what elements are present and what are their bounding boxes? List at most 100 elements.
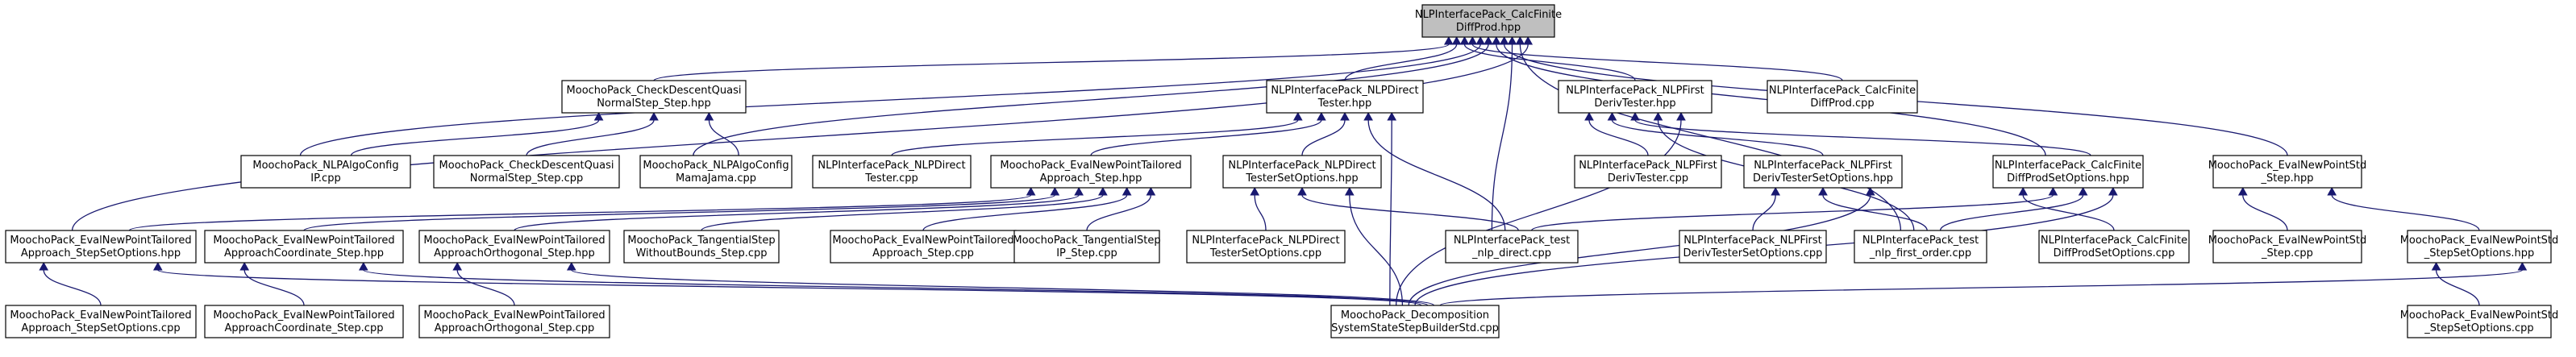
node-box-algoconfig [240, 155, 411, 189]
node-label-stdsetcpp-line2: _StepSetOptions.cpp [2424, 322, 2533, 334]
node-label-algoconfig-line2: IP.cpp [310, 172, 340, 185]
node-box-firstcpp [1574, 155, 1722, 189]
node-box-stdsetcpp [2407, 305, 2552, 338]
arrowhead-mamajama-to-checkdesc [704, 111, 714, 121]
node-label-directsetcpp-line2: TesterSetOptions.cpp [1209, 247, 1321, 259]
node-directset[interactable]: NLPInterfacePack_NLPDirectTesterSetOptio… [1222, 155, 1382, 189]
node-label-orthocpp-line1: MoochoPack_EvalNewPointTailored [423, 309, 605, 322]
node-evaltail[interactable]: MoochoPack_EvalNewPointTailoredApproach_… [990, 155, 1192, 189]
node-coordcpp[interactable]: MoochoPack_EvalNewPointTailoredApproachC… [204, 305, 404, 338]
node-label-evalstd-line1: MoochoPack_EvalNewPointStd [2208, 160, 2367, 172]
node-evalstd[interactable]: MoochoPack_EvalNewPointStd_Step.hpp [2208, 155, 2367, 189]
node-decomp[interactable]: MoochoPack_DecompositionSystemStateStepB… [1330, 305, 1500, 338]
node-box-evaltail [990, 155, 1192, 189]
arrowhead-nlpdirect-to-root [1451, 35, 1462, 45]
node-label-root-line2: DiffProd.hpp [1456, 22, 1521, 34]
node-stdsetcpp[interactable]: MoochoPack_EvalNewPointStd_StepSetOption… [2400, 305, 2559, 338]
arrowhead-testdirect-to-nlpdirect [1363, 111, 1373, 121]
edge-testdirect-to-directset [1301, 194, 1519, 231]
node-tailset[interactable]: MoochoPack_EvalNewPointTailoredApproach_… [5, 230, 197, 264]
edge-firstsetcpp-to-firstset [1752, 194, 1776, 231]
node-firstset[interactable]: NLPInterfacePack_NLPFirstDerivTesterSetO… [1743, 155, 1903, 189]
node-box-nlpdirect [1266, 80, 1424, 114]
edge-checkdesc-to-root [653, 44, 1450, 81]
arrowhead-directset-to-nlpdirect [1340, 111, 1350, 121]
node-box-decomp [1330, 305, 1500, 338]
node-label-checkdesc-line2: NormalStep_Step.hpp [597, 98, 711, 110]
arrowhead-firstcpp-to-nlpfirst [1584, 111, 1594, 121]
node-testfirst[interactable]: NLPInterfacePack_test_nlp_first_order.cp… [1854, 230, 1987, 264]
edge-decomp-to-nlpfirst [1395, 119, 1682, 306]
node-label-stdcpp-line1: MoochoPack_EvalNewPointStd [2208, 235, 2367, 247]
node-calcset[interactable]: NLPInterfacePack_CalcFiniteDiffProdSetOp… [1992, 155, 2144, 189]
node-label-tailortho-line2: ApproachOrthogonal_Step.hpp [434, 247, 595, 259]
node-box-tailortho [418, 230, 610, 264]
arrowhead-coordcpp-to-tailcoord [239, 261, 250, 271]
node-calcsetcpp[interactable]: NLPInterfacePack_CalcFiniteDiffProdSetOp… [2038, 230, 2190, 264]
node-checkcpp[interactable]: MoochoPack_CheckDescentQuasiNormalStep_S… [433, 155, 620, 189]
node-tailortho[interactable]: MoochoPack_EvalNewPointTailoredApproachO… [418, 230, 610, 264]
node-box-orthocpp [418, 305, 610, 338]
node-box-root [1421, 4, 1555, 38]
node-label-calcsetcpp-line1: NLPInterfacePack_CalcFinite [2041, 235, 2187, 247]
node-label-checkcpp-line1: MoochoPack_CheckDescentQuasi [439, 160, 614, 172]
node-label-testfirst-line2: _nlp_first_order.cpp [1869, 247, 1971, 259]
arrowhead-decomp-to-nlpdirect [1387, 111, 1397, 121]
node-label-firstsetcpp-line1: NLPInterfacePack_NLPFirst [1683, 235, 1822, 247]
node-tailcoord[interactable]: MoochoPack_EvalNewPointTailoredApproachC… [204, 230, 404, 264]
arrowhead-tangip-to-evaltail [1146, 186, 1156, 196]
node-label-checkdesc-line1: MoochoPack_CheckDescentQuasi [567, 85, 742, 97]
arrowhead-tailset-to-root [1523, 35, 1534, 45]
arrowhead-firstset-to-nlpfirst [1607, 111, 1617, 121]
edge-directsetcpp-to-directset [1254, 194, 1267, 231]
edge-firstcpp-to-nlpfirst [1588, 119, 1649, 156]
arrowhead-decomp-to-tailortho [566, 261, 576, 271]
node-box-tangip [1013, 230, 1160, 264]
edge-tailsetcpp-to-tailset [43, 269, 102, 306]
node-firstsetcpp[interactable]: NLPInterfacePack_NLPFirstDerivTesterSetO… [1679, 230, 1827, 264]
node-checkdesc[interactable]: MoochoPack_CheckDescentQuasiNormalStep_S… [561, 80, 747, 114]
node-layer: NLPInterfacePack_CalcFiniteDiffProd.hppM… [5, 4, 2559, 338]
arrowhead-decomp-to-directset [1344, 186, 1355, 196]
node-box-stdcpp [2212, 230, 2362, 264]
node-testdirect[interactable]: NLPInterfacePack_test_nlp_direct.cpp [1445, 230, 1579, 264]
node-label-tailset-line2: Approach_StepSetOptions.hpp [21, 247, 181, 259]
arrowhead-decomp-to-tailcoord [358, 261, 368, 271]
node-tangwo[interactable]: MoochoPack_TangentialStepWithoutBounds_S… [623, 230, 780, 264]
edge-decomp-to-nlpdirect [1389, 119, 1392, 306]
edge-testdirect-to-root [1491, 44, 1513, 231]
node-label-tangwo-line2: WithoutBounds_Step.cpp [635, 247, 767, 259]
node-tailcpp[interactable]: MoochoPack_EvalNewPointTailoredApproach_… [830, 230, 1017, 264]
node-stdset[interactable]: MoochoPack_EvalNewPointStd_StepSetOption… [2400, 230, 2559, 264]
node-box-firstset [1743, 155, 1903, 189]
node-label-tailsetcpp-line1: MoochoPack_EvalNewPointTailored [10, 309, 191, 322]
node-stdcpp[interactable]: MoochoPack_EvalNewPointStd_Step.cpp [2208, 230, 2367, 264]
node-directsetcpp[interactable]: NLPInterfacePack_NLPDirectTesterSetOptio… [1186, 230, 1346, 264]
edge-tailset-to-root [71, 44, 1529, 231]
node-label-stdset-line2: _StepSetOptions.hpp [2424, 247, 2534, 259]
node-box-firstsetcpp [1679, 230, 1827, 264]
node-tailsetcpp[interactable]: MoochoPack_EvalNewPointTailoredApproach_… [5, 305, 197, 338]
node-label-mamajama-line2: MamaJama.cpp [676, 172, 756, 185]
node-box-coordcpp [204, 305, 404, 338]
node-box-checkcpp [433, 155, 620, 189]
node-box-testdirect [1445, 230, 1579, 264]
node-box-tangwo [623, 230, 780, 264]
arrowhead-directcpp-to-nlpdirect [1292, 111, 1303, 121]
arrowhead-calccpp-to-root [1467, 35, 1478, 45]
node-orthocpp[interactable]: MoochoPack_EvalNewPointTailoredApproachO… [418, 305, 610, 338]
node-label-evaltail-line2: Approach_Step.hpp [1040, 172, 1142, 185]
node-label-directset-line1: NLPInterfacePack_NLPDirect [1228, 160, 1375, 172]
node-label-firstcpp-line2: DerivTester.cpp [1608, 172, 1688, 185]
node-label-decomp-line2: SystemStateStepBuilderStd.cpp [1331, 322, 1499, 334]
node-label-tangwo-line1: MoochoPack_TangentialStep [627, 235, 775, 247]
